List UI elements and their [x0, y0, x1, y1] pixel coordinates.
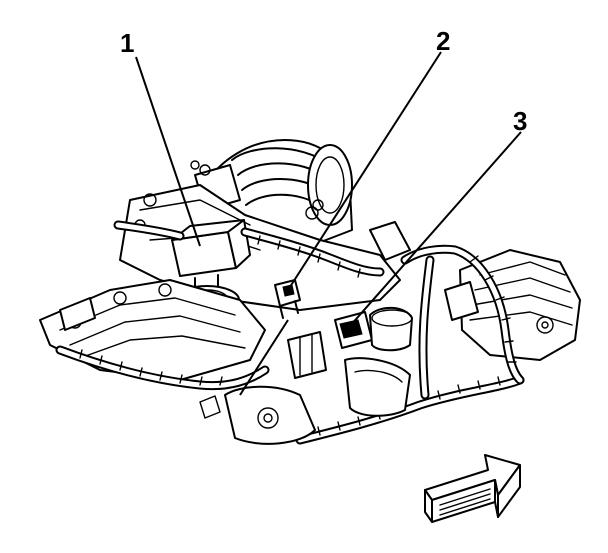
front-direction-arrow-icon: [424, 454, 521, 523]
component-3-sensor: [287, 306, 413, 379]
upper-hoses: [113, 220, 385, 278]
leader-lines: [135, 51, 522, 396]
right-harness: [295, 244, 525, 445]
leader-line-2: [287, 51, 442, 291]
callout-3: 3: [513, 106, 528, 136]
component-2-connector: [274, 279, 301, 319]
leader-line-1: [135, 56, 201, 247]
alternator: [444, 249, 581, 361]
callout-2: 2: [436, 26, 451, 56]
lower-front-cover: [199, 357, 411, 445]
callout-1: 1: [120, 28, 135, 58]
front-harness: [55, 345, 270, 391]
leader-line-3: [349, 131, 522, 327]
leader-line-2-tail: [239, 319, 289, 396]
